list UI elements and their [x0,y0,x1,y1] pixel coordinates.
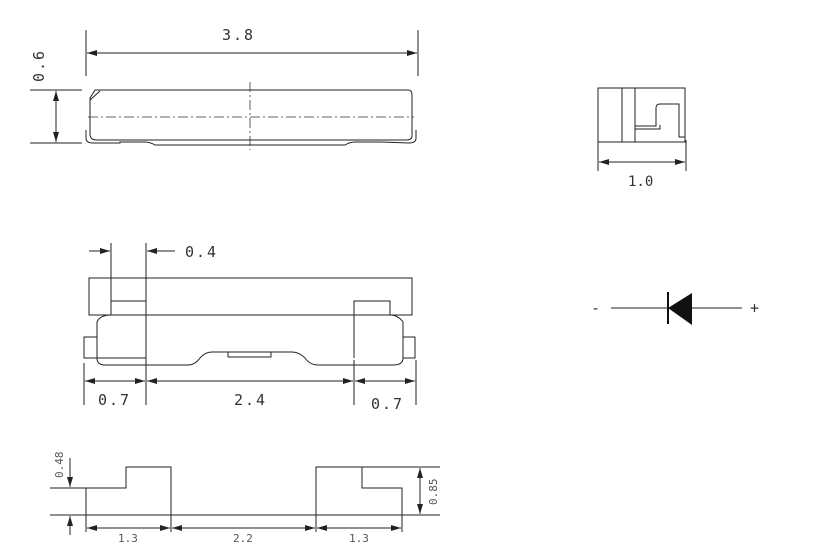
length-label: 3.8 [222,26,255,44]
package-body [89,89,413,141]
side-view: 1.0 [597,87,687,190]
height-label: 0.6 [30,49,48,82]
gap-label: 2.2 [233,532,253,545]
left-label: 0.7 [98,391,131,409]
width-label: 1.0 [628,174,653,190]
right-pad [315,466,403,516]
height-label: 0.85 [427,479,440,506]
step-label: 0.48 [53,452,66,479]
pad-width-label: 0.4 [185,243,218,261]
left-pad-label: 1.3 [118,532,138,545]
middle-label: 2.4 [234,391,267,409]
right-label: 0.7 [371,395,404,413]
diode-icon: - + [591,292,759,325]
left-pad [85,466,172,516]
minus-label: - [591,299,600,317]
front-view: 0.4 0.7 2.4 0.7 [83,243,417,413]
top-view: 3.8 0.6 [30,26,419,150]
plus-label: + [750,299,759,317]
right-pad-label: 1.3 [349,532,369,545]
footprint: 0.48 0.85 1.3 2.2 1.3 [50,452,440,545]
